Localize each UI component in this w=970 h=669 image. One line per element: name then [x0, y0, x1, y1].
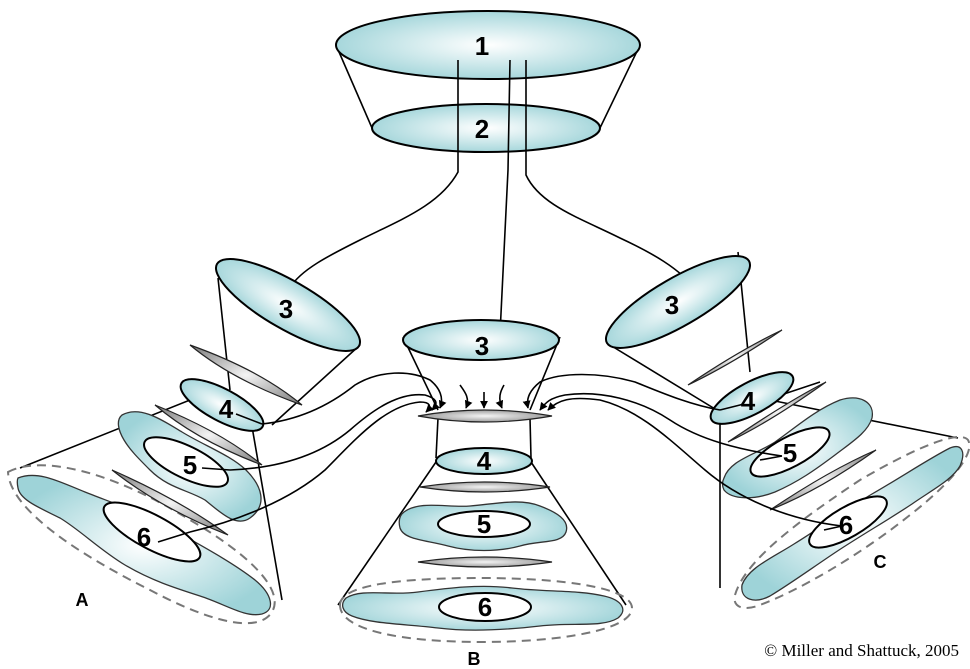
top-cone: 1 2	[336, 11, 640, 152]
group-label-a: A	[76, 590, 89, 610]
label-1: 1	[475, 31, 489, 61]
label-2: 2	[475, 114, 489, 144]
label-4-b: 4	[477, 446, 492, 476]
label-5-b: 5	[477, 509, 491, 539]
label-4-c: 4	[741, 386, 756, 416]
label-3-a: 3	[279, 294, 293, 324]
label-6-a: 6	[137, 522, 151, 552]
label-3-c: 3	[665, 290, 679, 320]
label-6-c: 6	[839, 510, 853, 540]
label-5-c: 5	[783, 438, 797, 468]
group-label-b: B	[468, 649, 481, 669]
configuration-b: 3 4 5 6 B	[338, 320, 632, 669]
lens-b-2	[420, 482, 550, 492]
label-3-b: 3	[475, 331, 489, 361]
label-5-a: 5	[183, 450, 197, 480]
label-6-b: 6	[478, 592, 492, 622]
configuration-a: 3 4 5 6 A	[8, 243, 371, 623]
group-label-c: C	[874, 552, 887, 572]
label-4-a: 4	[219, 394, 234, 424]
copyright-text: © Miller and Shattuck, 2005	[764, 641, 959, 660]
lens-b-3	[418, 557, 552, 567]
projection-rays	[290, 60, 698, 334]
configuration-c: 3 4 5 6 C	[595, 240, 969, 608]
